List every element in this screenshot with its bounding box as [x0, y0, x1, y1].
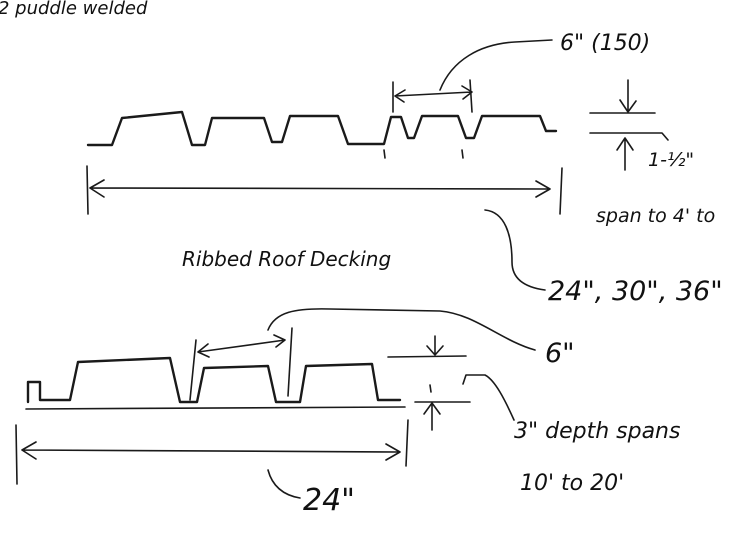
lower-depth-arrow-down — [426, 335, 444, 356]
pitch-dimension-arrow — [394, 85, 473, 103]
ribbed-deck-profile — [86, 110, 558, 147]
lower-width-arrow — [21, 441, 401, 461]
lower-depth-label-line2: 10' to 20' — [520, 471, 624, 496]
depth-bottom-line — [589, 132, 669, 141]
lower-depth-label-line1: 3" depth spans — [514, 419, 680, 444]
widths-label: 24", 30", 36" — [548, 276, 723, 307]
lower-pitch-extension-lines — [189, 327, 293, 401]
depth-arrow-down — [619, 79, 637, 113]
lower-pitch-leader — [267, 308, 536, 351]
pitch-leader — [439, 39, 553, 91]
depth-arrow-up — [616, 137, 634, 171]
pitch-extension-lines — [392, 79, 473, 113]
deck-title: Ribbed Roof Decking — [182, 247, 391, 271]
lower-depth-tick — [429, 384, 432, 393]
lower-depth-leader — [462, 374, 515, 421]
lower-width-label: 24" — [303, 483, 355, 518]
pitch-label: 6" (150) — [560, 31, 650, 56]
width-dimension-arrow — [89, 179, 551, 198]
deep-deck-profile — [26, 356, 402, 404]
lower-depth-arrow-up — [423, 402, 441, 431]
header-fragment: 2 puddle welded — [0, 0, 148, 19]
lower-depth-top-line — [387, 355, 467, 358]
widths-leader — [484, 209, 546, 291]
span-label: span to 4' to — [596, 205, 715, 227]
lower-pitch-label: 6" — [545, 338, 575, 369]
width-extension-lines — [86, 165, 563, 215]
lower-width-extension-lines — [15, 419, 409, 485]
rib-tick-marks — [383, 149, 464, 159]
deep-deck-base-line — [25, 406, 406, 410]
lower-width-leader — [267, 469, 301, 499]
lower-pitch-arrow — [197, 334, 286, 358]
depth-label: 1-½" — [648, 149, 694, 171]
